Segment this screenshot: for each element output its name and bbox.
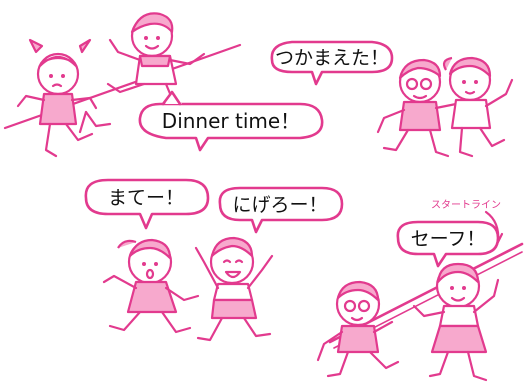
fleeing-boy-figure	[194, 236, 274, 342]
running-boy-figure	[316, 280, 400, 378]
nigero-text: にげろー！	[232, 194, 327, 216]
tsukamaeta-text: つかまえた！	[275, 47, 389, 69]
start-line-label: スタートライン	[431, 199, 501, 211]
scene-safe: スタートライン セーフ！	[316, 199, 524, 382]
nigero-bubble: にげろー！	[218, 186, 344, 234]
catcher-boy-figure	[376, 58, 458, 158]
matee-text: まてー！	[108, 187, 184, 209]
safe-text: セーフ！	[411, 228, 486, 250]
chasing-girl-figure	[102, 238, 200, 334]
safe-bubble: セーフ！	[396, 220, 500, 268]
dinner-time-text: Dinner time！	[162, 109, 300, 133]
small-kid-figure	[78, 110, 112, 134]
dinner-time-bubble: Dinner time！	[138, 90, 324, 152]
tsukamaeta-bubble: つかまえた！	[270, 40, 394, 86]
scene-caught: つかまえた！	[270, 40, 514, 158]
safe-girl-figure	[412, 262, 500, 382]
matee-bubble: まてー！	[84, 178, 210, 230]
boy-jumping-figure	[106, 12, 206, 114]
caught-girl-figure	[442, 56, 514, 158]
scene-dinner-time: Dinner time！	[3, 12, 324, 158]
girl-pigtails-figure	[16, 38, 98, 158]
scene-chase: まてー！ にげろー！	[84, 178, 344, 342]
